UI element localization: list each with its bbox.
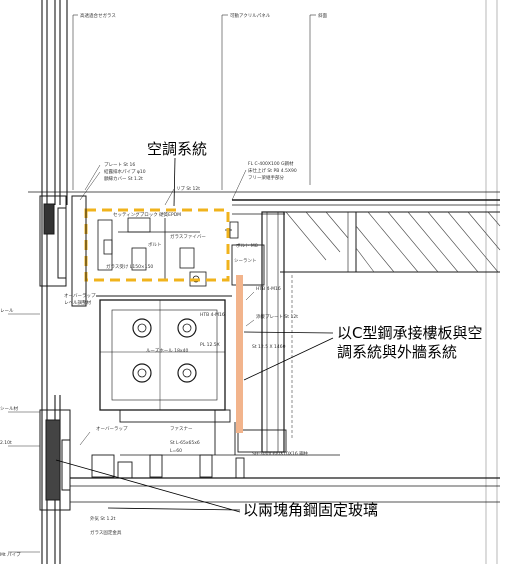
label-plate: プレート St 16 (104, 162, 135, 168)
label-fastener: ファスナー (170, 426, 193, 432)
label-bottom-right: SH-300X300X10X16 鋼柱 (252, 450, 309, 457)
lower-leaders (8, 291, 255, 553)
label-pl-note: St 12.5 X 1460 (252, 344, 286, 350)
label-pl-side: PL 12.5X (200, 342, 220, 348)
label-bolt: ボルト (148, 241, 162, 248)
c-steel-highlight (236, 275, 243, 433)
slab-hatch (285, 211, 501, 273)
main-bracket (96, 295, 232, 423)
label-under-plate: ルーズホール 18x40 (146, 347, 188, 354)
label-left-1: レール (0, 309, 14, 314)
annotation-c-steel-line1: 以C型鋼承接樓板與空 (337, 324, 482, 342)
top-leaders (72, 14, 316, 190)
label-pipe: 結露排水パイプ φ10 (104, 168, 146, 175)
annotation-angle-steel: 以兩塊角鋼固定玻璃 (243, 501, 378, 519)
annotation-c-steel-line2: 調系統與外牆系統 (337, 343, 457, 361)
label-l60: L=60 (170, 448, 182, 454)
floor-slab (28, 191, 500, 273)
hvac-components (97, 217, 239, 287)
label-overlap3: オーバーラップ (96, 426, 128, 432)
label-bottom-glass: 外気 St 1.2t (90, 515, 116, 522)
label-right-top1: FL C-400X100 G鋼材 (248, 160, 294, 167)
label-rib: リブ St 12t (176, 185, 200, 192)
label-block: セッティングブロック 硬質EPDM (113, 211, 181, 218)
label-overlap2: レベル調整材 (64, 299, 91, 306)
label-seal2: シーラント (234, 258, 257, 264)
label-cover: 額縁カバー St 1.2t (104, 175, 143, 182)
label-bottom-glass2: ガラス固定金具 (90, 529, 122, 536)
label-htb-right: HTB 4-M16 (256, 286, 281, 292)
label-htb-mid: HTB 4-M16 (200, 312, 225, 318)
mullion-details (39, 195, 500, 511)
label-left-3: 2.10t (0, 440, 12, 446)
label-web-plate: 添接プレート St 12t (256, 313, 298, 320)
upper-leaders (79, 164, 247, 206)
label-right-top3: フリー梁継手部分 (248, 174, 284, 181)
annotation-hvac: 空調系統 (147, 140, 207, 158)
bolts (132, 318, 197, 383)
sill-hardware (91, 410, 245, 479)
label-fiber: ガラスファイバー (170, 233, 206, 240)
page-edge (485, 0, 498, 564)
label-left-bottom: Mt パイプ (0, 552, 21, 558)
label-angle: St L-65x65x6 (170, 440, 200, 446)
label-right-top2: 床仕上げ St PB 4.5X90 (248, 167, 297, 174)
label-top-right: 斜面 (318, 12, 327, 19)
label-bolt-m8: ボルト M8 (236, 242, 258, 249)
label-glass-top: 高透過合せガラス (80, 12, 116, 19)
label-left-2: シール材 (0, 405, 18, 412)
label-seal: ガラス受け L150×150 (106, 263, 153, 270)
label-overlap1: オーバーラップ (64, 293, 96, 299)
label-acrylic-top: 可動アクリルパネル (230, 12, 271, 19)
annotation-leaders (55, 157, 334, 513)
